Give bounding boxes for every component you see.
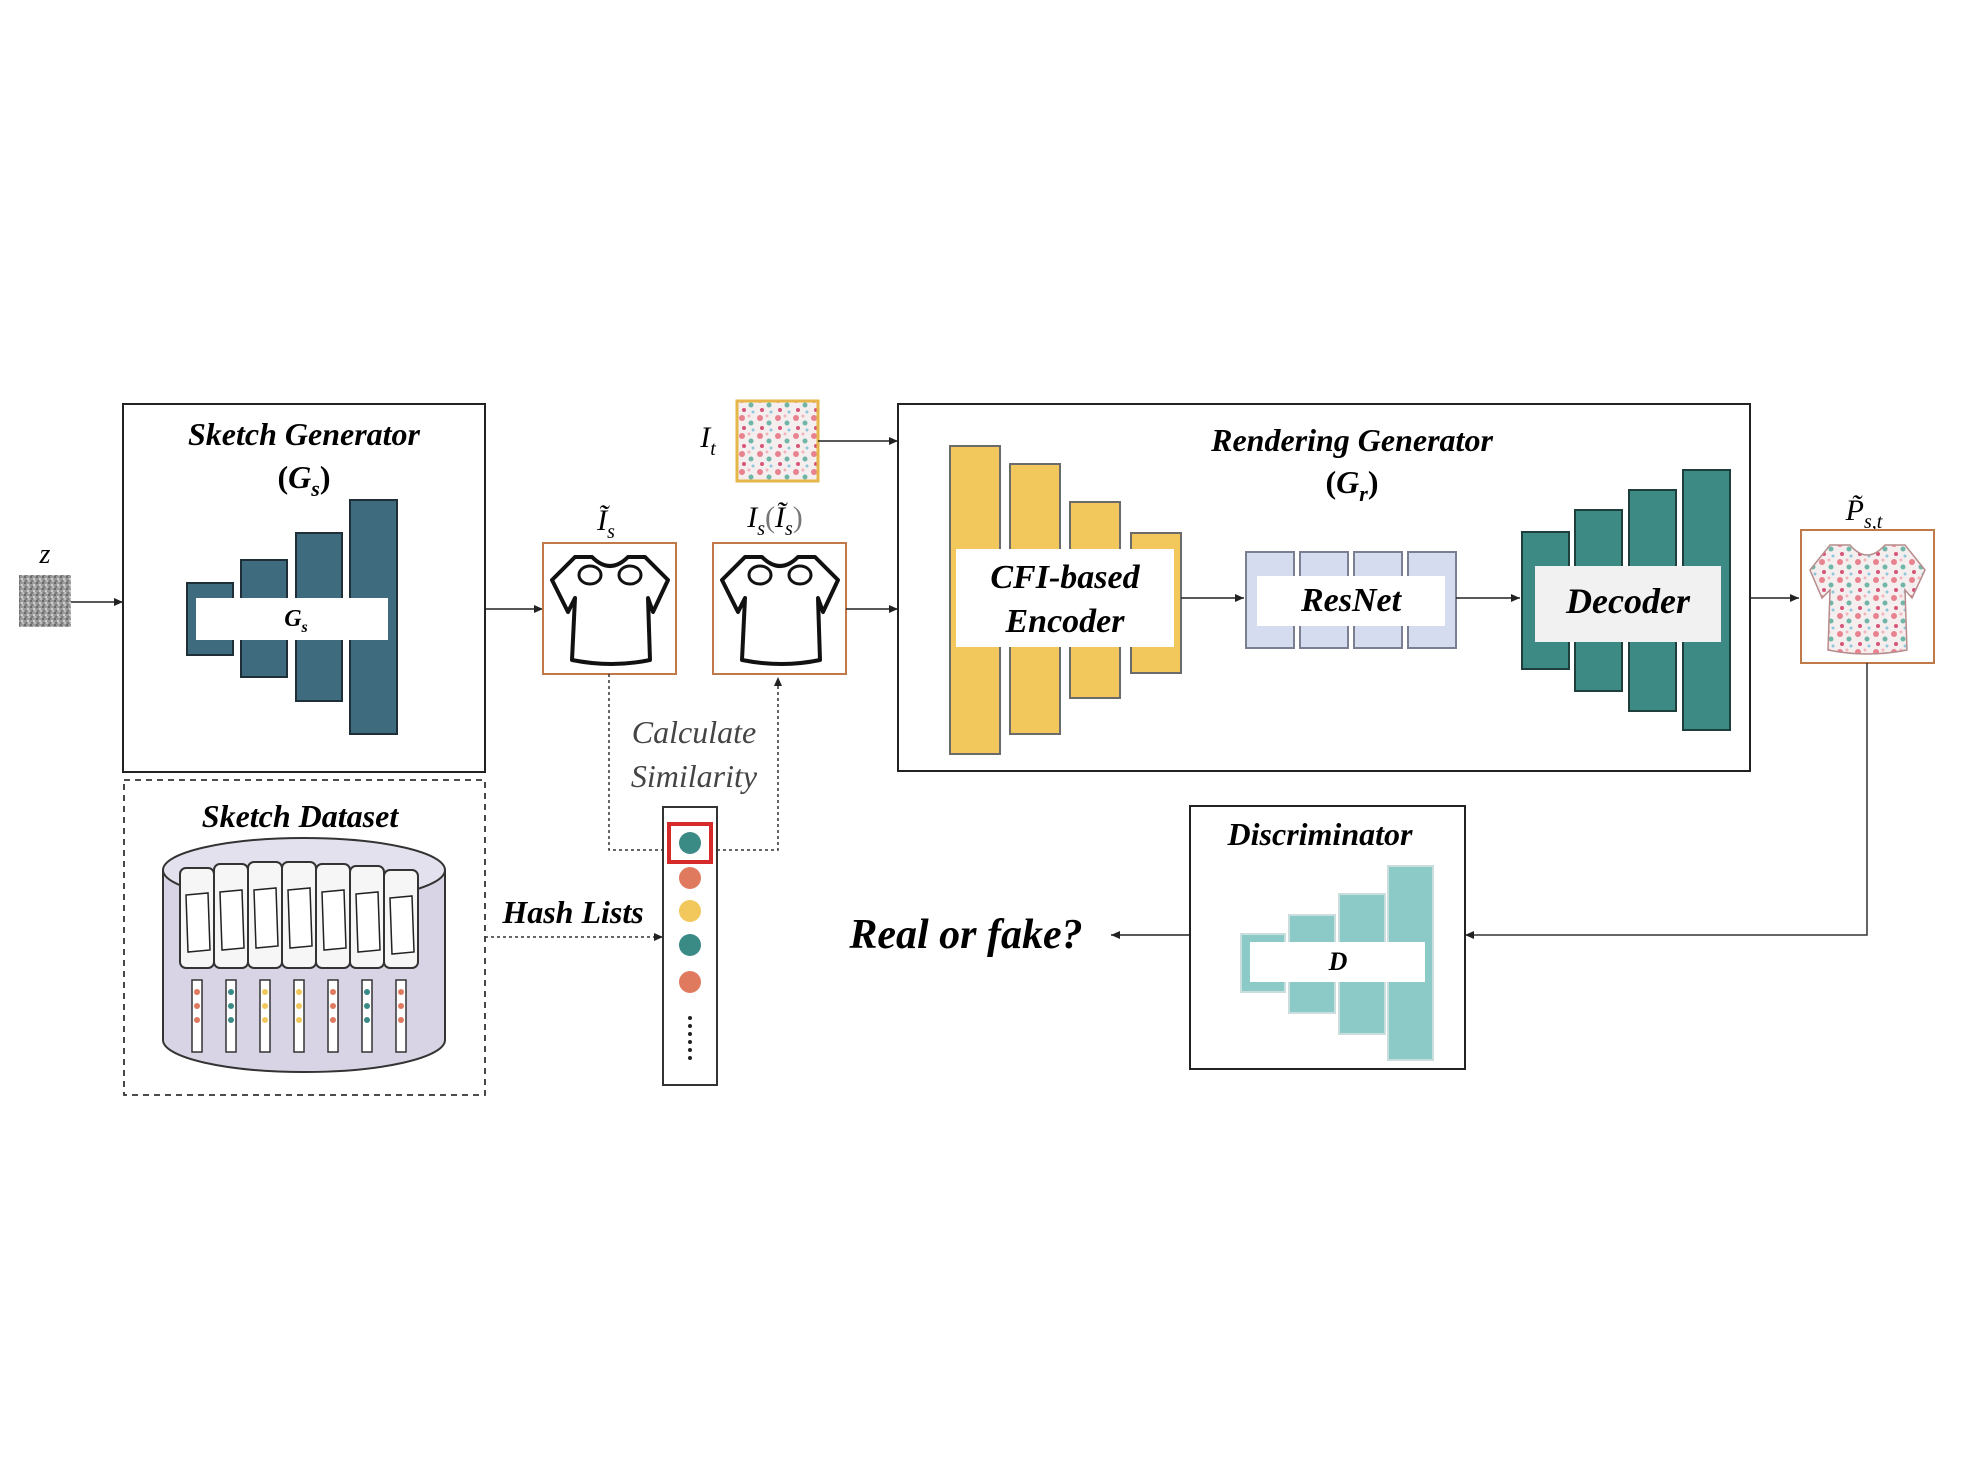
disc-block-label: D (1328, 947, 1348, 976)
retrieved-sketch-image (712, 542, 847, 675)
connector-hash-to-retrieved (717, 677, 782, 851)
noise-label: z (39, 539, 51, 570)
encoder-label-bar (956, 549, 1174, 647)
hash-lists-label: Hash Lists (501, 894, 643, 930)
texture-label: It (699, 421, 716, 460)
noise-image (19, 575, 71, 627)
output-garment-image (1800, 529, 1935, 664)
sketch-dataset-title: Sketch Dataset (202, 798, 400, 834)
output-label: P̃s,t (1845, 494, 1883, 533)
sketch-dataset-panel: Sketch Dataset (123, 779, 486, 1096)
retrieved-sketch-label: Is(Ĩs) (746, 501, 803, 540)
real-or-fake-label: Real or fake? (848, 912, 1082, 958)
encoder-label-line2: Encoder (1005, 603, 1126, 640)
hash-item-1 (679, 832, 701, 854)
connector-output-to-discriminator (1465, 663, 1868, 939)
hash-item-5 (679, 971, 701, 993)
generated-sketch-label: Ĩs (596, 504, 615, 543)
encoder-label-line1: CFI-based (990, 559, 1140, 596)
decoder-label-bar (1535, 566, 1721, 642)
calc-similarity-line2: Similarity (631, 758, 758, 794)
hash-match-highlight (667, 822, 713, 864)
sketch-generator-panel: Sketch Generator (Gs) Gs (122, 403, 486, 773)
sketch-generator-symbol: (Gs) (278, 459, 331, 501)
hash-item-3 (679, 900, 701, 922)
connector-sketch-to-hash (608, 674, 663, 851)
resnet-label: ResNet (1300, 582, 1403, 619)
sketch-generator-title: Sketch Generator (188, 416, 421, 452)
discriminator-title: Discriminator (1227, 816, 1413, 852)
sketch-gen-block-label: Gs (284, 606, 308, 636)
dataset-cylinder (162, 837, 446, 1073)
decoder-label: Decoder (1565, 581, 1691, 621)
hash-item-2 (679, 867, 701, 889)
rendering-generator-panel: Rendering Generator (Gr) CFI-based Encod… (897, 403, 1751, 772)
hash-item-4 (679, 934, 701, 956)
generated-sketch-image (542, 542, 677, 675)
disc-label-bar (1250, 942, 1425, 982)
hash-list-ellipsis (688, 1016, 692, 1060)
resnet-label-bar (1257, 576, 1445, 626)
texture-image (735, 399, 820, 483)
hash-list-column (662, 806, 718, 1086)
discriminator-panel: Discriminator D (1189, 805, 1466, 1070)
rendering-generator-symbol: (Gr) (1326, 464, 1379, 506)
calc-similarity-line1: Calculate (632, 714, 756, 750)
sketch-gen-label-bar (196, 598, 388, 640)
rendering-generator-title: Rendering Generator (1210, 422, 1493, 458)
